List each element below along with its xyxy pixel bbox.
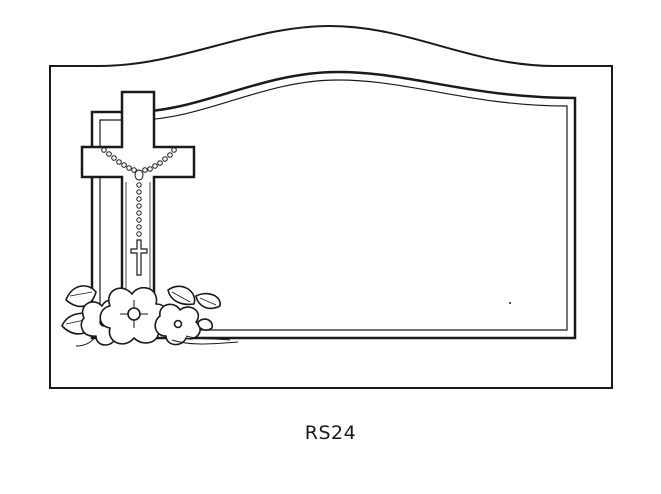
- rosary-icon: [101, 147, 177, 276]
- morning-glory-flowers-icon: [61, 285, 239, 347]
- panel-border-inner: [99, 79, 568, 331]
- speck-mark: [509, 302, 511, 304]
- panel-border-outer: [90, 70, 577, 340]
- model-code-label: RS24: [304, 422, 357, 444]
